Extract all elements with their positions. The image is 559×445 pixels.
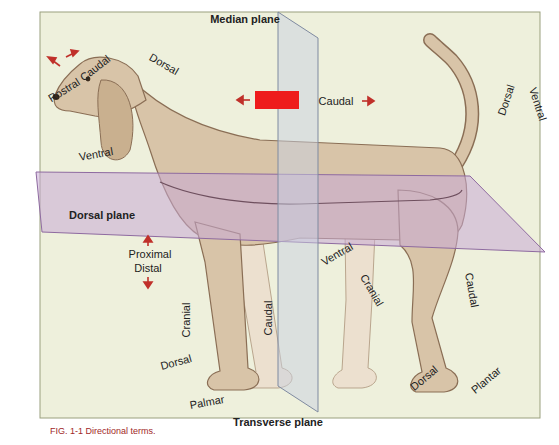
arrows xyxy=(48,50,374,288)
direction-label: Dorsal plane xyxy=(69,209,135,221)
arrow-head xyxy=(48,57,56,63)
direction-label: Caudal xyxy=(319,95,354,107)
red-marker xyxy=(255,91,299,109)
arrow-head xyxy=(144,282,152,288)
direction-label: Transverse plane xyxy=(233,416,323,428)
tail xyxy=(430,40,472,165)
arrow-head xyxy=(237,96,243,104)
direction-label: Median plane xyxy=(210,13,280,25)
transverse-plane xyxy=(278,12,318,412)
arrow-head xyxy=(368,97,374,105)
figure-caption: FIG. 1-1 Directional terms. xyxy=(50,426,156,436)
direction-label: Cranial xyxy=(180,303,192,338)
direction-label: Proximal xyxy=(129,248,172,260)
near-foreleg xyxy=(195,222,259,390)
direction-label: Distal xyxy=(134,262,162,274)
arrow-head xyxy=(71,50,78,56)
arrow-head xyxy=(144,236,152,242)
direction-label: Caudal xyxy=(262,301,274,336)
tail-outline xyxy=(430,40,472,165)
